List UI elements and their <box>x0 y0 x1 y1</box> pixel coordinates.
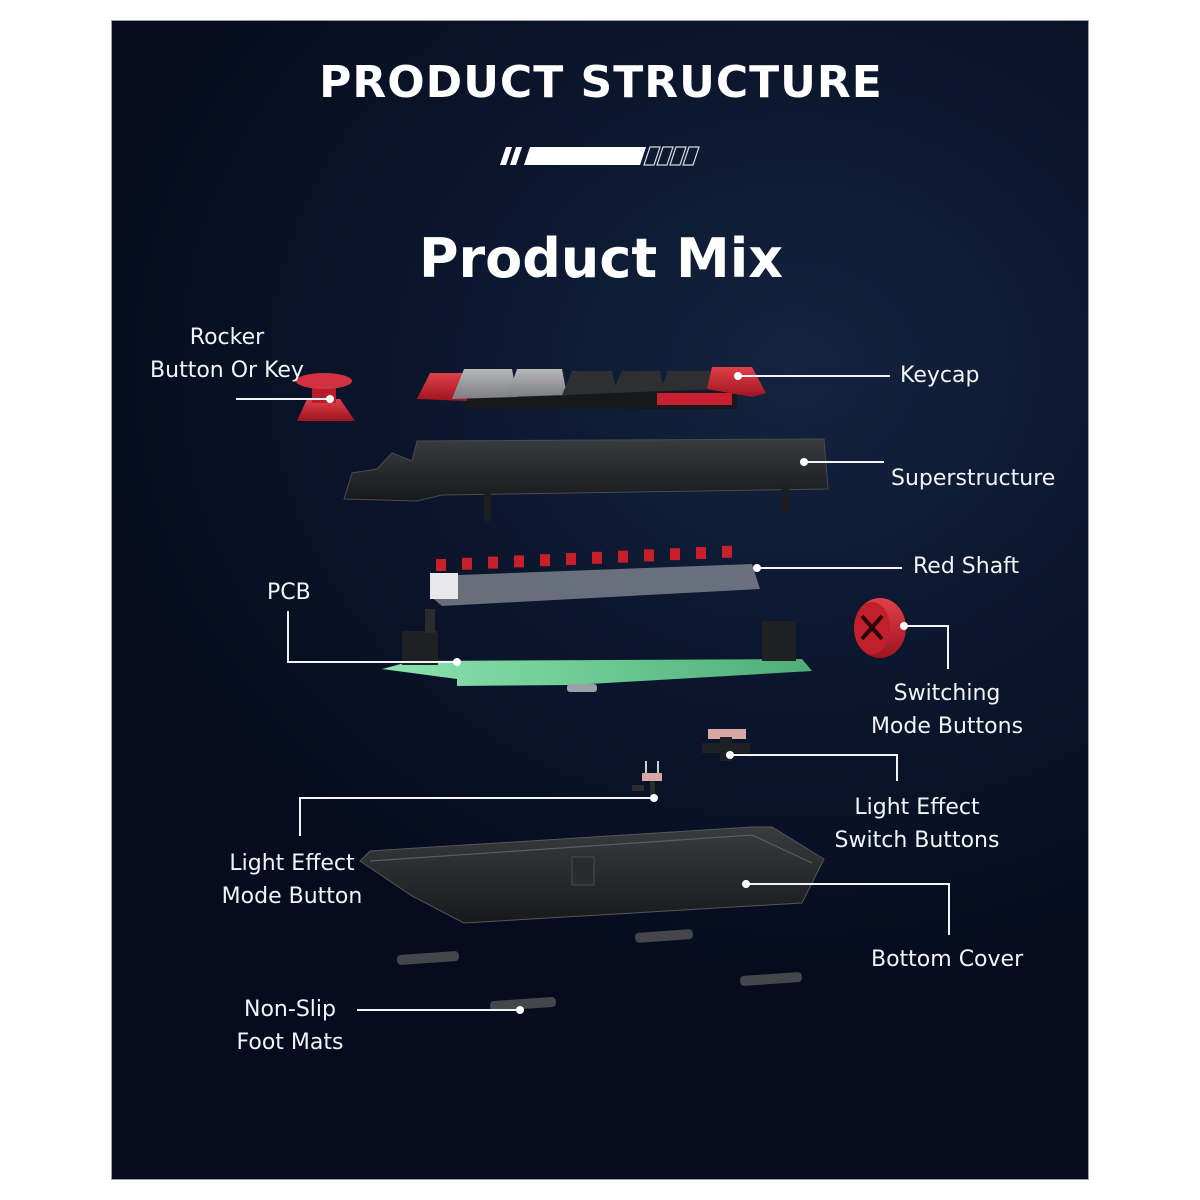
label-switching-mode-buttons: Switching Mode Buttons <box>857 677 1037 743</box>
leader-light-mode <box>299 797 654 836</box>
label-light-effect-switch-buttons: Light Effect Switch Buttons <box>822 791 1012 857</box>
label-line: Button Or Key <box>150 358 304 383</box>
switch-stem <box>644 549 654 562</box>
label-line: Foot Mats <box>236 1030 344 1055</box>
switch-stem <box>670 548 680 561</box>
light-effect-switch-part <box>702 729 750 761</box>
exploded-keyboard-illustration <box>236 367 950 1014</box>
label-rocker-button: Rocker Button Or Key <box>142 321 312 387</box>
stripe-outline <box>643 146 661 166</box>
bottom-cover-part <box>359 826 825 924</box>
switch-stem <box>696 547 706 559</box>
switch-stem <box>462 557 472 570</box>
light-effect-mode-part <box>632 761 662 801</box>
leader-lines <box>236 375 950 1011</box>
label-non-slip-foot-mats: Non-Slip Foot Mats <box>220 993 360 1059</box>
stripe-outline <box>682 146 700 166</box>
switch-stems <box>436 545 732 571</box>
leader-light-switch <box>730 754 898 781</box>
label-line: Mode Buttons <box>870 714 1024 739</box>
stripe-ornament <box>500 146 700 166</box>
switch-stem <box>488 556 498 569</box>
leader-pcb <box>287 611 457 663</box>
foot-mats-part <box>396 929 803 1012</box>
label-superstructure: Superstructure <box>891 466 1056 491</box>
pcb-part <box>382 609 812 692</box>
label-keycap: Keycap <box>900 363 980 388</box>
leader-bottom-cover <box>746 883 950 935</box>
stripe-small <box>510 147 522 165</box>
switch-stem <box>592 551 602 564</box>
page-title: PRODUCT STRUCTURE <box>319 57 883 108</box>
stripe-bar <box>524 147 646 165</box>
label-light-effect-mode-button: Light Effect Mode Button <box>207 847 377 913</box>
keycap-part <box>417 367 766 409</box>
switching-mode-wheel-part <box>854 598 906 658</box>
switch-stem <box>514 555 524 568</box>
switch-stem <box>618 550 628 563</box>
superstructure-part <box>343 438 829 521</box>
stripe-outline <box>656 146 674 166</box>
switch-stem <box>566 553 576 565</box>
red-shaft-part <box>430 564 760 606</box>
label-line: Light Effect <box>229 851 355 876</box>
label-line: Switching <box>893 681 1001 706</box>
label-line: Switch Buttons <box>834 828 1000 853</box>
label-bottom-cover: Bottom Cover <box>871 947 1024 972</box>
switch-stem <box>540 554 550 567</box>
label-line: Light Effect <box>854 795 980 820</box>
label-line: Mode Button <box>221 884 363 909</box>
switch-stem <box>722 545 732 558</box>
leader-dots <box>326 372 908 1014</box>
stripe-small <box>500 147 512 165</box>
product-structure-panel: PRODUCT STRUCTURE Product Mix <box>111 20 1089 1180</box>
section-subtitle: Product Mix <box>418 227 784 290</box>
label-line: Rocker <box>189 325 265 350</box>
label-red-shaft: Red Shaft <box>913 554 1020 579</box>
leader-switching-mode <box>904 625 949 669</box>
label-line: Non-Slip <box>244 997 336 1022</box>
stripe-outline <box>669 146 687 166</box>
label-pcb: PCB <box>267 580 311 605</box>
switch-stem <box>436 559 446 571</box>
